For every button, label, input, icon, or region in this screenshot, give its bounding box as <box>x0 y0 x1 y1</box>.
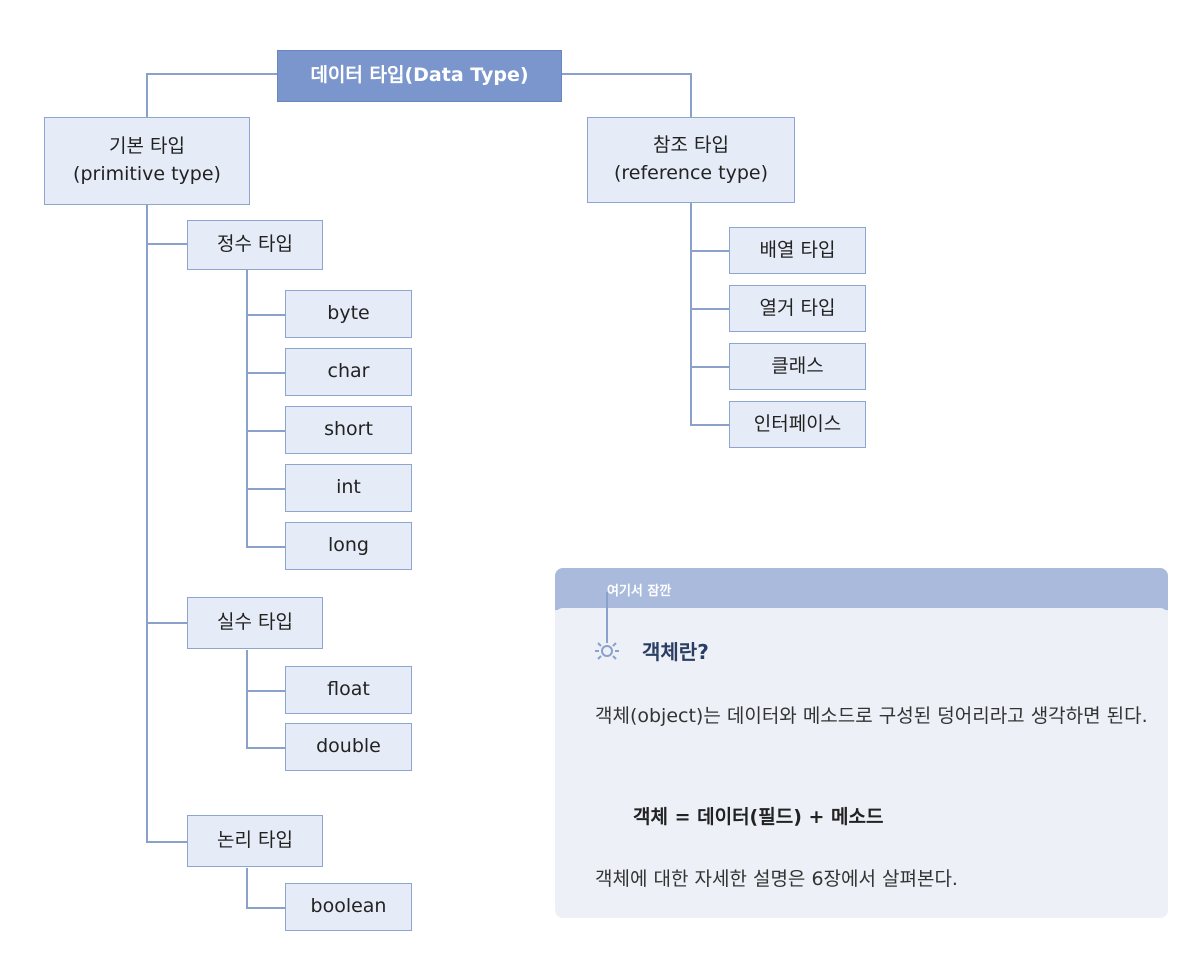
connector <box>690 73 692 119</box>
real-type-label: 실수 타입 <box>217 611 293 634</box>
primitive-node: 기본 타입 (primitive type) <box>44 117 250 205</box>
note-tag: 여기서 잠깐 <box>607 584 672 599</box>
logic-type-label: 논리 타입 <box>217 829 293 852</box>
ref-enum-label: 열거 타입 <box>759 296 836 319</box>
reference-node: 참조 타입 (reference type) <box>587 117 795 203</box>
connector <box>246 868 248 908</box>
connector <box>690 308 730 310</box>
note-panel: 여기서 잠깐 객체란? 객체(object)는 데이터와 메소드로 구성된 덩어… <box>555 568 1168 918</box>
connector <box>246 270 248 547</box>
note-header: 여기서 잠깐 <box>555 568 1168 610</box>
type-long: long <box>285 522 412 570</box>
connector <box>246 372 286 374</box>
integer-type-label: 정수 타입 <box>217 233 293 256</box>
type-double-label: double <box>316 735 381 758</box>
ref-interface-label: 인터페이스 <box>753 412 842 435</box>
primitive-title: 기본 타입 <box>109 135 185 158</box>
note-paragraph: 객체(object)는 데이터와 메소드로 구성된 덩어리라고 생각하면 된다. <box>595 705 1148 727</box>
note-stem <box>606 592 608 640</box>
connector <box>146 73 148 119</box>
type-short: short <box>285 406 412 454</box>
connector <box>246 546 286 548</box>
integer-type-node: 정수 타입 <box>187 220 323 270</box>
type-byte: byte <box>285 290 412 338</box>
type-boolean-label: boolean <box>310 895 387 918</box>
primitive-subtitle: (primitive type) <box>73 163 221 185</box>
type-int: int <box>285 464 412 512</box>
connector <box>246 650 248 748</box>
connector <box>246 314 286 316</box>
type-char-label: char <box>327 360 370 383</box>
type-short-label: short <box>324 418 373 441</box>
type-float-label: float <box>327 678 370 701</box>
type-boolean: boolean <box>285 883 412 931</box>
ref-enum-node: 열거 타입 <box>729 285 866 332</box>
connector <box>690 424 730 426</box>
type-char: char <box>285 348 412 396</box>
type-byte-label: byte <box>327 302 370 325</box>
connector <box>246 430 286 432</box>
type-double: double <box>285 723 412 771</box>
note-title: 객체란? <box>642 640 709 664</box>
connector <box>561 73 692 75</box>
note-footer: 객체에 대한 자세한 설명은 6장에서 살펴본다. <box>595 868 958 890</box>
ref-array-label: 배열 타입 <box>759 238 836 261</box>
reference-subtitle: (reference type) <box>613 162 769 184</box>
ref-array-node: 배열 타입 <box>729 227 866 274</box>
connector <box>690 203 692 425</box>
ref-class-label: 클래스 <box>771 354 824 377</box>
connector <box>246 747 286 749</box>
reference-title: 참조 타입 <box>653 134 729 157</box>
connector <box>246 488 286 490</box>
ref-class-node: 클래스 <box>729 343 866 390</box>
real-type-node: 실수 타입 <box>187 597 323 649</box>
connector <box>246 690 286 692</box>
lightbulb-icon <box>595 639 619 660</box>
connector <box>690 366 730 368</box>
type-float: float <box>285 666 412 714</box>
root-node: 데이터 타입(Data Type) <box>277 50 562 102</box>
note-body <box>555 608 1168 918</box>
connector <box>146 205 148 842</box>
type-int-label: int <box>336 476 361 499</box>
connector <box>146 841 188 843</box>
root-label: 데이터 타입(Data Type) <box>310 64 529 87</box>
connector <box>246 907 286 909</box>
logic-type-node: 논리 타입 <box>187 815 323 867</box>
connector <box>146 243 188 245</box>
connector <box>690 250 730 252</box>
type-long-label: long <box>327 534 369 557</box>
connector <box>146 622 188 624</box>
note-formula: 객체 = 데이터(필드) + 메소드 <box>633 806 884 828</box>
connector <box>147 73 278 75</box>
ref-interface-node: 인터페이스 <box>729 401 866 448</box>
